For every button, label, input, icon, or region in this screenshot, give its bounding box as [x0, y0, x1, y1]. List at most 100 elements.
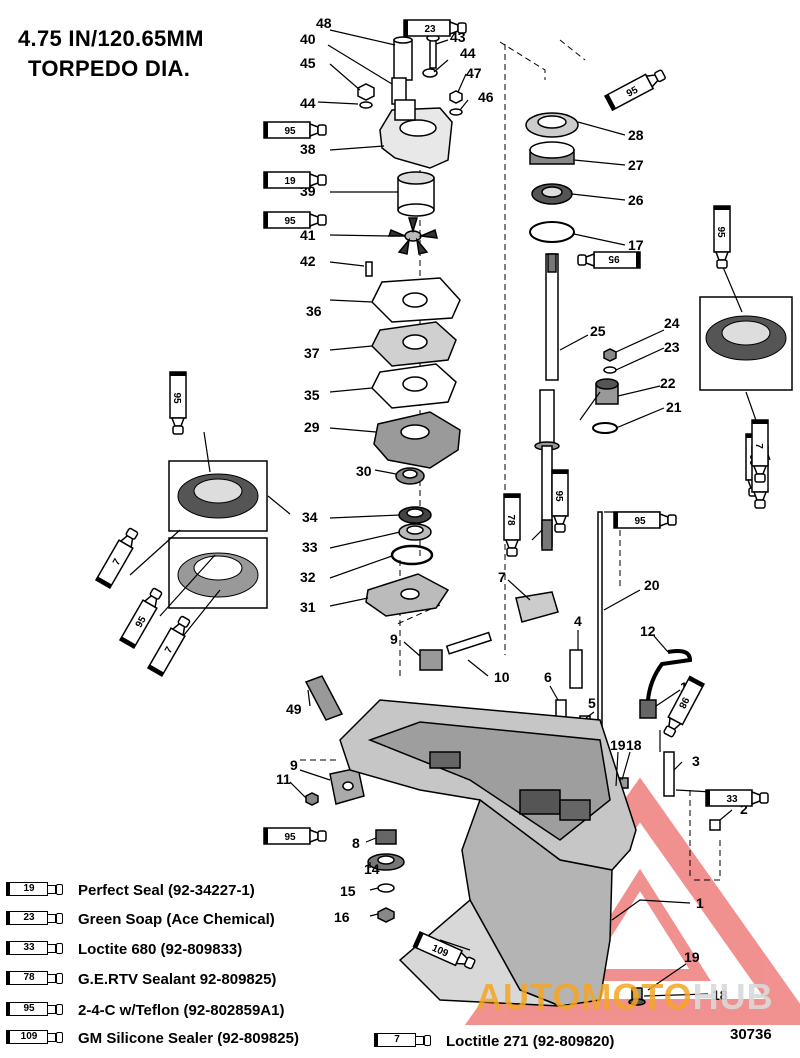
tube-code: 23: [424, 24, 436, 35]
lubricant-tube-t95i: 95: [551, 469, 569, 533]
callout-40: 40: [300, 31, 316, 47]
callout-44b: 44: [300, 95, 316, 111]
tube-code: 78: [505, 514, 516, 526]
callout-41: 41: [300, 227, 316, 243]
diagram-title-line1: 4.75 IN/120.65MM: [18, 26, 204, 51]
watermark-part1: AUTOMOTO: [476, 976, 693, 1017]
callout-3: 3: [692, 753, 700, 769]
callout-23: 23: [664, 339, 680, 355]
callout-21: 21: [666, 399, 682, 415]
tube-code: 7: [753, 443, 764, 449]
tube-icon: 33: [6, 941, 64, 957]
callout-7: 7: [498, 569, 506, 585]
lubricant-tube-t23top: 23: [403, 19, 467, 37]
lubricant-tube-t95d: 95: [713, 205, 731, 269]
tube-code: 98: [676, 695, 691, 710]
legend-row-78: 78 G.E.RTV Sealant 92-809825): [6, 967, 276, 991]
callout-19a: 19: [610, 737, 626, 753]
callout-1: 1: [696, 895, 704, 911]
callout-6: 6: [544, 669, 552, 685]
tube-code: 95: [284, 832, 296, 843]
water-pump-parts: [357, 34, 463, 617]
callout-14: 14: [364, 861, 380, 877]
lubricant-tube-t95e: 95: [577, 251, 641, 269]
callout-5: 5: [588, 695, 596, 711]
callout-19b: 19: [684, 949, 700, 965]
diagram-title-line2: TORPEDO DIA.: [28, 56, 191, 81]
callout-17: 17: [628, 237, 644, 253]
seal-detail-boxes: [168, 296, 793, 609]
callout-18a: 18: [626, 737, 642, 753]
callout-2: 2: [740, 801, 748, 817]
callout-27: 27: [628, 157, 644, 173]
legend-text: 2-4-C w/Teflon (92-802859A1): [78, 1001, 285, 1019]
callout-9a: 9: [390, 631, 398, 647]
lubricant-tube-t95c: 95: [263, 121, 327, 139]
lubricant-tube-t95g: 95: [118, 587, 163, 650]
tube-icon: 95: [6, 1002, 64, 1018]
legend-row-33: 33 Loctite 680 (92-809833): [6, 937, 242, 961]
legend-row-109: 109 GM Silicone Sealer (92-809825): [6, 1026, 299, 1050]
tube-code: 95: [625, 85, 640, 100]
lubricant-tube-t33: 33: [705, 789, 769, 807]
callout-8: 8: [352, 835, 360, 851]
tube-code: 7: [111, 557, 124, 568]
callout-49: 49: [286, 701, 302, 717]
callout-26: 26: [628, 192, 644, 208]
driveshaft-parts: [304, 112, 721, 1006]
callout-29: 29: [304, 419, 320, 435]
lubricant-tubes: 239519959595959579579579577895983395109: [94, 19, 769, 970]
watermark-text: AUTOMOTOHUB: [476, 976, 774, 1018]
lubricant-tube-t78: 78: [503, 493, 521, 557]
callout-16: 16: [334, 909, 350, 925]
callout-37: 37: [304, 345, 320, 361]
tube-icon: 78: [6, 971, 64, 987]
tube-icon: 23: [6, 911, 64, 927]
callout-22: 22: [660, 375, 676, 391]
callout-18b: 18: [712, 987, 728, 1003]
callout-25: 25: [590, 323, 606, 339]
lubricant-tube-t7a: 7: [94, 527, 139, 590]
legend-text: Loctite 680 (92-809833): [78, 940, 243, 958]
callout-45: 45: [300, 55, 316, 71]
tube-code: 95: [134, 614, 149, 630]
lubricant-tube-t109: 109: [412, 931, 476, 970]
tube-code: 33: [726, 794, 738, 805]
legend-text: GM Silicone Sealer (92-809825): [78, 1029, 299, 1047]
tube-icon: 19: [6, 882, 64, 898]
gearcase-housing: [339, 699, 637, 1007]
lubricant-tube-t19: 19: [263, 171, 327, 189]
lubricant-tube-t98: 98: [663, 675, 706, 738]
callout-46: 46: [478, 89, 494, 105]
legend-text: G.E.RTV Sealant 92-809825): [78, 970, 277, 988]
tube-code: 95: [284, 216, 296, 227]
tube-code: 95: [608, 253, 620, 264]
callout-33: 33: [302, 539, 318, 555]
callout-4: 4: [574, 613, 582, 629]
lubricant-tube-t7d: 7: [751, 419, 769, 483]
lubricant-tube-t95j: 95: [613, 511, 677, 529]
callout-24: 24: [664, 315, 680, 331]
legend-text: Loctitle 271 (92-809820): [446, 1032, 615, 1050]
tube-icon: 7: [374, 1033, 432, 1049]
callout-15: 15: [340, 883, 356, 899]
lubricant-tube-t95b: 95: [263, 211, 327, 229]
callout-10: 10: [494, 669, 510, 685]
callout-44a: 44: [460, 45, 476, 61]
tube-icon: 109: [6, 1030, 64, 1046]
tube-code: 95: [284, 126, 296, 137]
legend-text: Green Soap (Ace Chemical): [78, 910, 275, 928]
callout-30: 30: [356, 463, 372, 479]
legend-row-7: 7 Loctitle 271 (92-809820): [374, 1029, 614, 1053]
legend-row-23: 23 Green Soap (Ace Chemical): [6, 907, 275, 931]
callout-numbers: 48 43 40 44 45 47 46 44 38 39 41 42 36 3…: [276, 15, 748, 1003]
lubricant-tube-t95a: 95: [603, 69, 666, 112]
callout-9b: 9: [290, 757, 298, 773]
callout-28: 28: [628, 127, 644, 143]
callout-31: 31: [300, 599, 316, 615]
lubricant-tube-t95f: 95: [169, 371, 187, 435]
callout-32: 32: [300, 569, 316, 585]
callout-20: 20: [644, 577, 660, 593]
